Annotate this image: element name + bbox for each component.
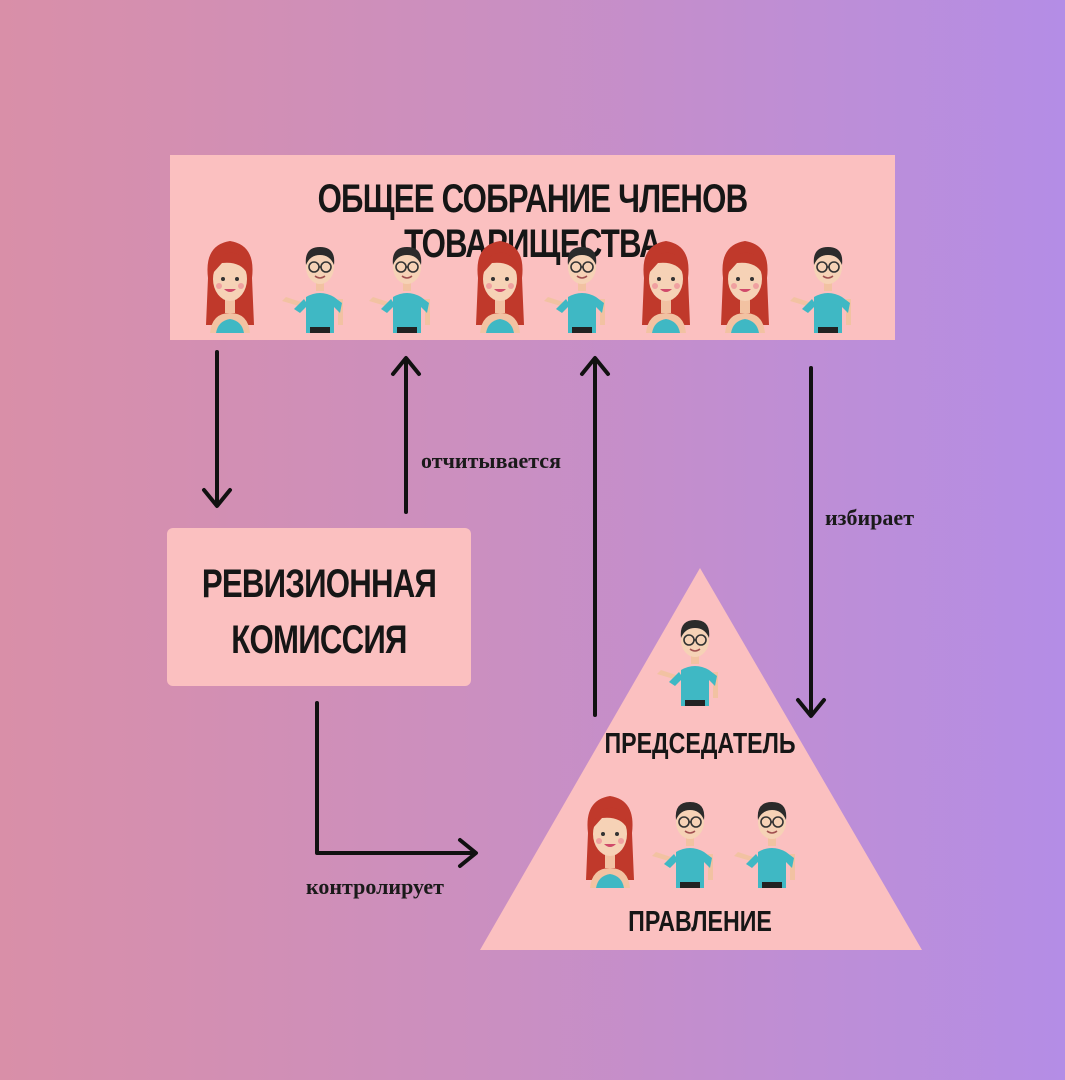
arrow-commission-controls [317, 703, 476, 866]
elects-label: избирает [825, 505, 914, 531]
arrow-assembly-elects [798, 368, 824, 716]
controls-label: контролирует [306, 874, 444, 900]
arrow-commission-reports [393, 358, 419, 512]
arrow-assembly-to-commission [204, 352, 230, 506]
arrow-pyramid-reports [582, 358, 608, 715]
reports-label: отчитывается [421, 448, 561, 474]
